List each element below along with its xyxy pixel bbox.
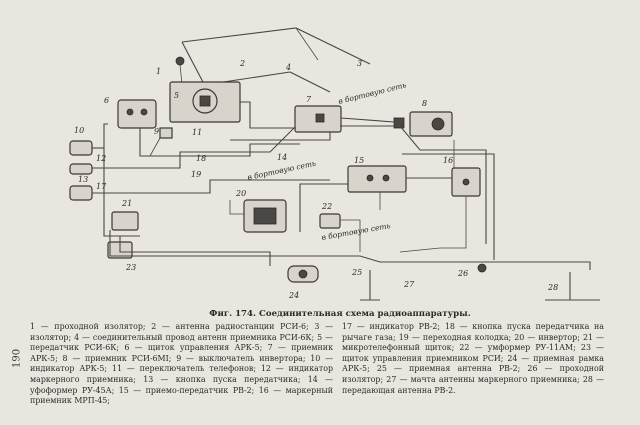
page-number: 190: [11, 348, 23, 368]
label-24: 24: [288, 291, 299, 300]
umformer-ru11am: [319, 213, 341, 229]
rsi-6mi-receiver: [409, 111, 453, 137]
label-20: 20: [235, 189, 246, 198]
label-5: 5: [174, 91, 179, 100]
label-16: 16: [443, 156, 453, 165]
wiring-harness: [92, 101, 591, 270]
rv2-transmit-antenna: [545, 272, 600, 301]
label-4: 4: [285, 63, 291, 72]
legend-right-column: 17 — индикатор РВ-2; 18 — кнопка пуска п…: [342, 322, 604, 396]
label-12: 12: [96, 154, 106, 163]
headphone-switch: [159, 127, 173, 139]
label-17: 17: [96, 182, 107, 191]
component-numbers: 1 2 3 4 5 6 7 8 9 10 11 12 13 14 15 16 1…: [74, 59, 558, 300]
marker-indicator: [69, 163, 93, 175]
label-23: 23: [125, 263, 136, 272]
label-18: 18: [196, 154, 206, 163]
marker-mast: [360, 270, 380, 301]
label-25: 25: [351, 268, 362, 277]
label-2: 2: [239, 59, 245, 68]
label-26: 26: [457, 269, 468, 278]
wiring-diagram: 1 2 3 4 5 6 7 8 9 10 11 12 13 14 15 16 1…: [69, 27, 600, 301]
label-21: 21: [121, 199, 132, 208]
label-3: 3: [357, 59, 362, 68]
label-1: 1: [156, 67, 161, 76]
label-27: 27: [403, 280, 415, 289]
transmit-button: [69, 185, 93, 201]
label-15: 15: [354, 156, 364, 165]
label-19: 19: [191, 170, 201, 179]
label-28: 28: [547, 283, 558, 292]
ark5-indicator: [69, 140, 93, 156]
ark5-control-panel: [117, 99, 157, 129]
note-onboard-network-1: в бортовую сеть: [337, 80, 407, 106]
label-14: 14: [277, 153, 287, 162]
figure-caption: Фиг. 174. Соединительная схема радиоаппа…: [209, 309, 471, 319]
rv2-transceiver: [347, 165, 407, 193]
label-22: 22: [321, 202, 332, 211]
insulator-26: [477, 263, 487, 273]
legend-left-column: 1 — проходной изолятор; 2 — антенна ради…: [30, 322, 333, 407]
label-9: 9: [154, 127, 159, 136]
label-7: 7: [306, 95, 312, 104]
label-10: 10: [74, 126, 84, 135]
label-8: 8: [422, 99, 427, 108]
legend-text-left: 1 — проходной изолятор; 2 — антенна ради…: [30, 322, 333, 406]
label-13: 13: [78, 175, 88, 184]
legend-text-right: 17 — индикатор РВ-2; 18 — кнопка пуска п…: [342, 322, 604, 395]
note-onboard-network-2: в бортовую сеть: [247, 159, 317, 182]
label-6: 6: [104, 96, 109, 105]
label-11: 11: [192, 128, 202, 137]
mic-panel: [111, 211, 139, 231]
